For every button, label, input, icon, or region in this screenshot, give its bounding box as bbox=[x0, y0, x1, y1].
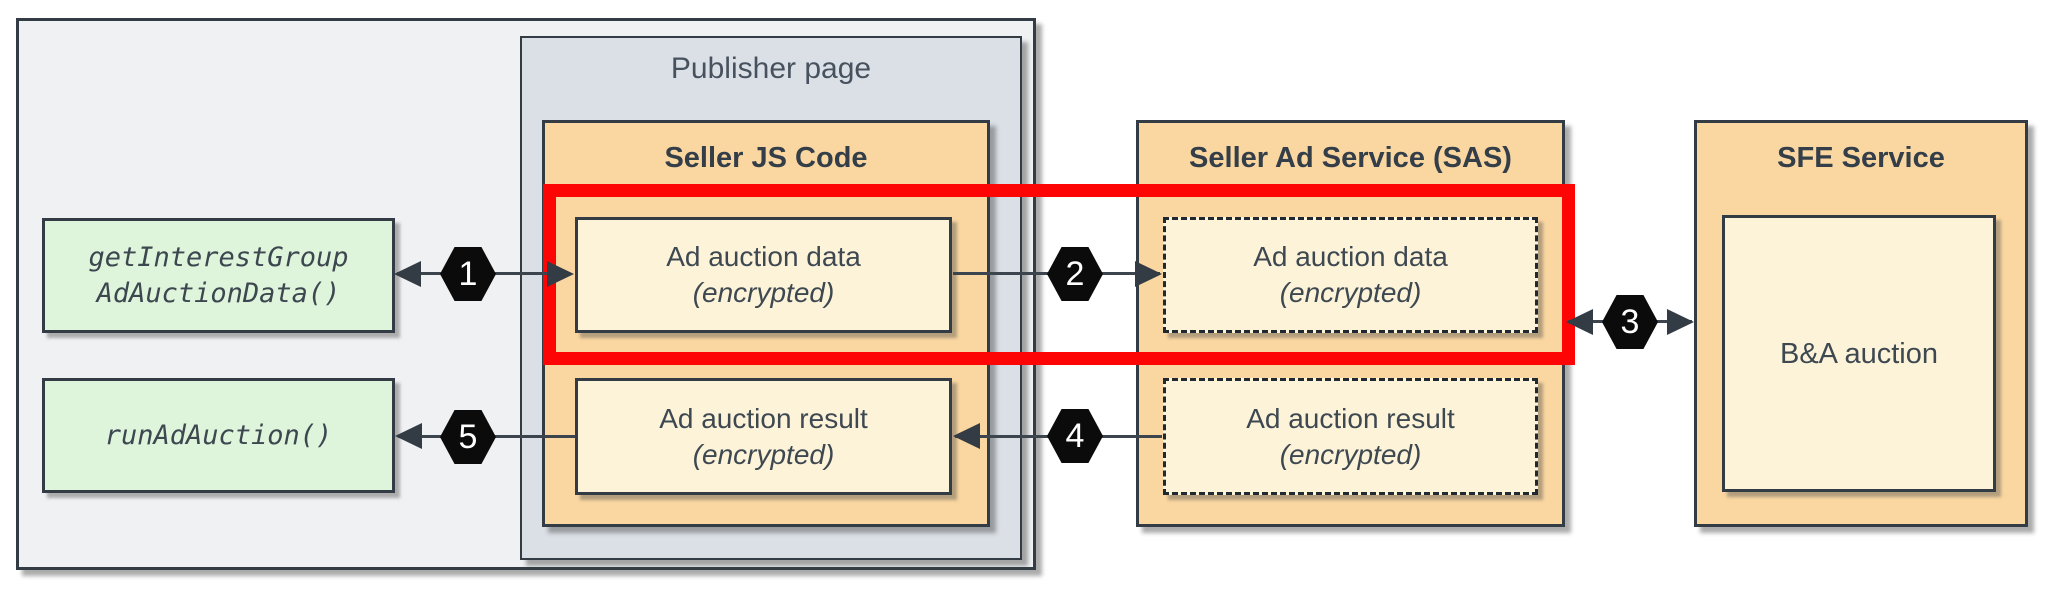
step-number: 1 bbox=[458, 254, 478, 293]
arrow-left-icon bbox=[953, 423, 980, 449]
api-code-line: runAdAuction() bbox=[104, 419, 333, 451]
sas-ad-auction-result-box: Ad auction result (encrypted) bbox=[1163, 378, 1538, 495]
ba-auction-label: B&A auction bbox=[1780, 337, 1938, 370]
run-ad-auction-box: runAdAuction() bbox=[42, 378, 395, 493]
publisher-page-title: Publisher page bbox=[670, 52, 872, 85]
ad-auction-result-label: Ad auction result bbox=[659, 402, 868, 434]
encrypted-label: (encrypted) bbox=[1279, 277, 1422, 308]
api-code-line: getInterestGroup bbox=[88, 241, 349, 273]
encrypted-label: (encrypted) bbox=[1279, 438, 1422, 470]
api-code-line: AdAuctionData() bbox=[96, 277, 341, 309]
arrow-left-icon bbox=[395, 423, 422, 449]
ad-auction-result-label: Ad auction result bbox=[1246, 402, 1455, 434]
ad-auction-data-label: Ad auction data bbox=[666, 241, 861, 272]
step-4-hexagon-icon: 4 bbox=[1047, 409, 1103, 463]
step-number: 3 bbox=[1620, 302, 1640, 341]
step-number: 2 bbox=[1065, 254, 1085, 293]
arrow-right-icon bbox=[1135, 261, 1162, 287]
seller-js-ad-auction-result-box: Ad auction result (encrypted) bbox=[575, 378, 952, 495]
step-3-hexagon-icon: 3 bbox=[1602, 295, 1658, 349]
step-number: 4 bbox=[1065, 416, 1085, 455]
sfe-service-title: SFE Service bbox=[1777, 142, 1945, 174]
encrypted-label: (encrypted) bbox=[692, 438, 835, 470]
arrow-left-icon bbox=[1566, 309, 1593, 335]
ba-auction-box: B&A auction bbox=[1722, 215, 1996, 492]
sas-ad-auction-data-box: Ad auction data (encrypted) bbox=[1163, 217, 1538, 333]
seller-js-ad-auction-data-box: Ad auction data (encrypted) bbox=[575, 217, 952, 333]
seller-js-code-title: Seller JS Code bbox=[664, 142, 868, 174]
sas-title: Seller Ad Service (SAS) bbox=[1189, 142, 1512, 174]
encrypted-label: (encrypted) bbox=[692, 277, 835, 308]
arrow-right-icon bbox=[1667, 309, 1694, 335]
get-interest-group-ad-auction-data-box: getInterestGroup AdAuctionData() bbox=[42, 218, 395, 333]
arrow-right-icon bbox=[547, 261, 574, 287]
ad-auction-data-label: Ad auction data bbox=[1253, 241, 1448, 272]
step-number: 5 bbox=[458, 417, 478, 456]
arrow-left-icon bbox=[394, 261, 421, 287]
